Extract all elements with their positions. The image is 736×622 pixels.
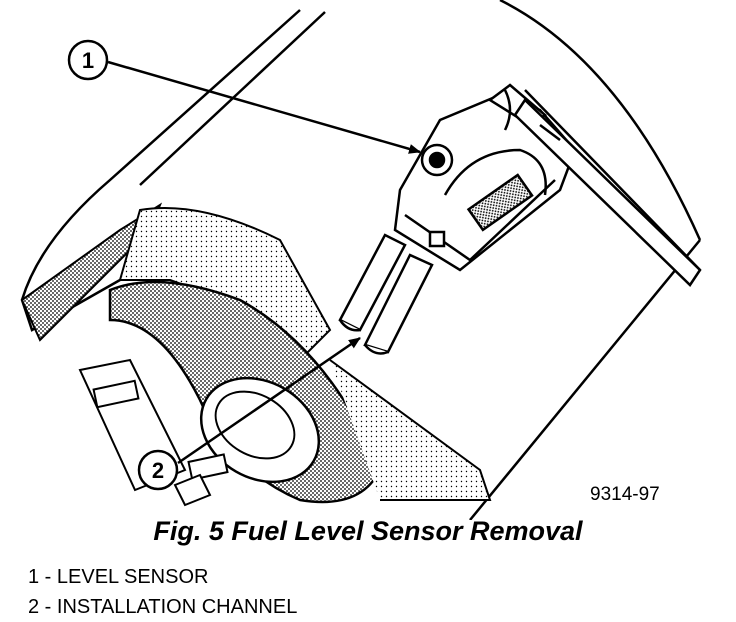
legend-item-installation-channel: 2 - INSTALLATION CHANNEL [28, 596, 298, 618]
svg-text:2: 2 [152, 458, 164, 483]
callout-1: 1 [67, 39, 109, 81]
figure-number: 9314-97 [590, 484, 660, 505]
fuel-reservoir [108, 280, 492, 504]
sensor-bracket [513, 98, 702, 287]
callout-1-leader [107, 60, 421, 154]
figure-caption: Fig. 5 Fuel Level Sensor Removal [153, 516, 583, 546]
legend: 1 - LEVEL SENSOR 2 - INSTALLATION CHANNE… [28, 562, 297, 622]
svg-text:1: 1 [82, 48, 94, 73]
legend-item-level-sensor: 1 - LEVEL SENSOR [28, 566, 209, 588]
callout-2-leader [177, 336, 361, 465]
callout-2: 2 [137, 449, 179, 491]
fuel-level-sensor-illustration: 1 2 [20, 0, 702, 520]
installation-channel [338, 233, 434, 355]
